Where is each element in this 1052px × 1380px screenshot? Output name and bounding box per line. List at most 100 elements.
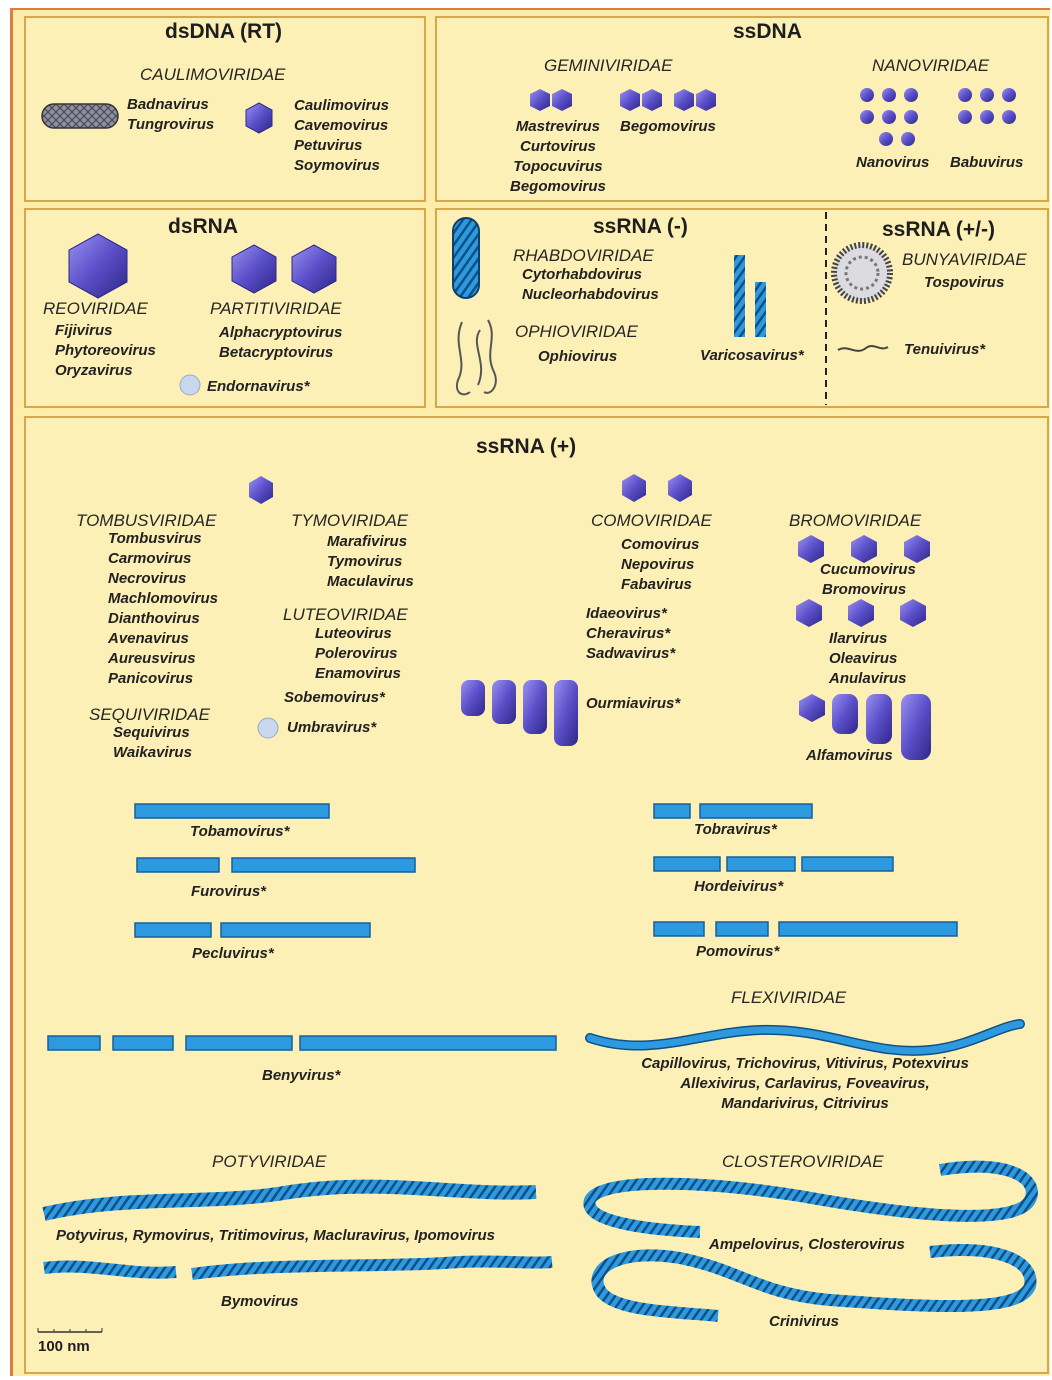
- nanovirus-particles: [860, 88, 918, 146]
- geminivirus-particle-1: [530, 89, 572, 111]
- benyvirus-rods: [47, 1035, 557, 1051]
- endornavirus-particle: [179, 374, 201, 396]
- genus-varicosavirus: Varicosavirus*: [700, 347, 804, 364]
- family-luteoviridae: LUTEOVIRIDAE: [283, 605, 408, 624]
- genus-item: Betacryptovirus: [219, 344, 334, 361]
- genus-item: Marafivirus: [327, 533, 408, 550]
- genus-tenuivirus: Tenuivirus*: [904, 341, 986, 358]
- babuvirus-particles: [958, 88, 1016, 124]
- genus-furovirus: Furovirus*: [191, 883, 267, 900]
- caulimovirus-particle: [245, 102, 273, 134]
- genus-item: Capillovirus, Trichovirus, Vitivirus, Po…: [641, 1055, 969, 1072]
- genus-list-luteo: Luteovirus Polerovirus Enamovirus: [315, 624, 401, 684]
- ourmiavirus-particles: [461, 680, 578, 746]
- genus-list-rhabdo: Cytorhabdovirus Nucleorhabdovirus: [522, 265, 659, 305]
- genus-item: Sadwavirus*: [586, 645, 676, 662]
- tobamovirus-rod: [134, 803, 330, 819]
- genus-ophiovirus: Ophiovirus: [538, 348, 618, 365]
- pecluvirus-rods: [134, 922, 371, 938]
- ophiovirus-particle: [456, 319, 497, 396]
- genus-item: Polerovirus: [315, 645, 398, 662]
- family-bromoviridae: BROMOVIRIDAE: [789, 511, 922, 530]
- hordeivirus-rods: [653, 856, 894, 872]
- genus-item: Cavemovirus: [294, 117, 389, 134]
- comovirus-particle-2: [668, 474, 692, 502]
- genus-item: Machlomovirus: [108, 590, 219, 607]
- genus-item: Sequivirus: [113, 724, 190, 741]
- genus-tospovirus: Tospovirus: [924, 274, 1005, 291]
- family-tombusviridae: TOMBUSVIRIDAE: [76, 511, 217, 530]
- family-rhabdoviridae: RHABDOVIRIDAE: [513, 246, 654, 265]
- genus-crinivirus: Crinivirus: [769, 1313, 840, 1330]
- genus-list-tymo: Marafivirus Tymovirus Maculavirus: [327, 532, 414, 592]
- genus-item: Nucleorhabdovirus: [522, 286, 659, 303]
- family-reoviridae: REOVIRIDAE: [43, 299, 148, 318]
- genus-item: Begomovirus: [510, 178, 606, 195]
- ampelovirus-particle: [583, 1160, 1038, 1238]
- genus-item: Caulimovirus: [294, 97, 390, 114]
- genus-item: Idaeovirus*: [586, 605, 667, 622]
- genus-item: Avenavirus: [108, 630, 189, 647]
- genus-hordeivirus: Hordeivirus*: [694, 878, 784, 895]
- ilarvirus-particles: [796, 599, 926, 627]
- genus-nanovirus: Nanovirus: [856, 154, 930, 171]
- genus-item: Phytoreovirus: [55, 342, 156, 359]
- family-ophioviridae: OPHIOVIRIDAE: [515, 322, 638, 341]
- genus-potyviridae-list: Potyvirus, Rymovirus, Tritimovirus, Macl…: [56, 1227, 496, 1244]
- bromovirus-particles: [798, 535, 930, 563]
- family-caulimoviridae: CAULIMOVIRIDAE: [140, 65, 286, 84]
- genus-list-bromo-b: Ilarvirus Oleavirus Anulavirus: [829, 629, 907, 689]
- genus-item: Anulavirus: [829, 670, 907, 687]
- genus-item: Oryzavirus: [55, 362, 133, 379]
- genus-tobravirus: Tobravirus*: [694, 821, 777, 838]
- reovirus-particle: [68, 233, 128, 299]
- genus-pecluvirus: Pecluvirus*: [192, 945, 274, 962]
- tenuivirus-particle: [837, 345, 889, 352]
- genus-ourmiavirus: Ourmiavirus*: [586, 695, 681, 712]
- genus-item: Necrovirus: [108, 570, 187, 587]
- family-bunyaviridae: BUNYAVIRIDAE: [902, 250, 1027, 269]
- section-title-ssrna-pm: ssRNA (+/-): [882, 218, 995, 241]
- comovirus-particle-1: [622, 474, 646, 502]
- genus-list-reo: Fijivirus Phytoreovirus Oryzavirus: [55, 321, 156, 381]
- genus-endornavirus: Endornavirus*: [207, 378, 310, 395]
- genus-badnavirus: Badnavirus: [127, 96, 209, 113]
- umbravirus-particle: [257, 717, 279, 739]
- genus-ampelo-clostero: Ampelovirus, Closterovirus: [709, 1236, 905, 1253]
- pomovirus-rods: [653, 921, 958, 937]
- genus-item: Bromovirus: [822, 581, 907, 598]
- genus-list-tombus: Tombusvirus Carmovirus Necrovirus Machlo…: [108, 529, 218, 689]
- family-nanoviridae: NANOVIRIDAE: [872, 56, 990, 75]
- partitivirus-particle-1: [231, 244, 277, 294]
- genus-item: Topocuvirus: [513, 158, 603, 175]
- rhabdovirus-particle: [452, 217, 480, 299]
- genus-item: Comovirus: [621, 536, 700, 553]
- genus-benyvirus: Benyvirus*: [262, 1067, 341, 1084]
- genus-item: Cheravirus*: [586, 625, 671, 642]
- genus-pomovirus: Pomovirus*: [696, 943, 780, 960]
- genus-item: Oleavirus: [829, 650, 898, 667]
- tobravirus-rods: [653, 803, 813, 819]
- family-comoviridae: COMOVIRIDAE: [591, 511, 712, 530]
- genus-item: Dianthovirus: [108, 610, 200, 627]
- genus-alfamovirus: Alfamovirus: [806, 747, 893, 764]
- genus-list-bromo-a: Cucumovirus Bromovirus: [820, 560, 916, 600]
- section-title-ssdna: ssDNA: [733, 20, 802, 43]
- genus-item: Alphacryptovirus: [219, 324, 343, 341]
- family-sequiviridae: SEQUIVIRIDAE: [89, 705, 210, 724]
- genus-item: Allexivirus, Carlavirus, Foveavirus,: [680, 1075, 930, 1092]
- genus-item: Carmovirus: [108, 550, 192, 567]
- genus-item: Soymovirus: [294, 157, 380, 174]
- tombusvirus-particle: [249, 476, 273, 504]
- genus-umbravirus: Umbravirus*: [287, 719, 377, 736]
- genus-item: Mastrevirus: [515, 118, 601, 135]
- genus-item: Tymovirus: [327, 553, 403, 570]
- genus-item: Ilarvirus: [829, 630, 888, 647]
- tospovirus-particle: [831, 242, 893, 304]
- genus-item: Fabavirus: [621, 576, 692, 593]
- genus-list-como-unassigned: Idaeovirus* Cheravirus* Sadwavirus*: [586, 604, 675, 664]
- genus-item: Cytorhabdovirus: [522, 266, 643, 283]
- badnavirus-particle: [41, 103, 119, 129]
- genus-item: Enamovirus: [315, 665, 401, 682]
